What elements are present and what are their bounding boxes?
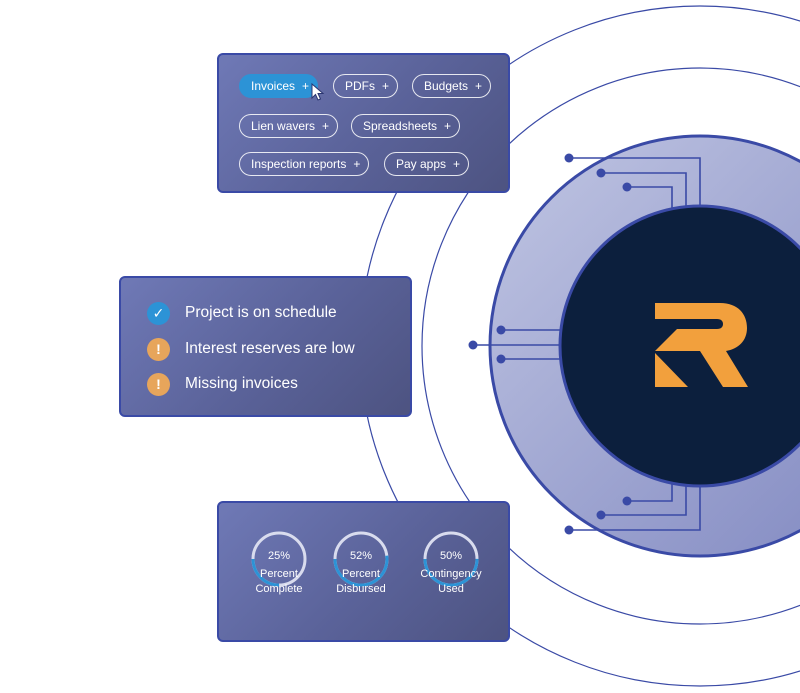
tag-label: Spreadsheets [363, 119, 438, 133]
add-icon[interactable]: + [453, 157, 461, 171]
gauge-label-line1: Percent [260, 568, 298, 580]
gauge-percent-complete: 25% [249, 529, 309, 589]
tag-label: PDFs [345, 79, 375, 93]
gauge-contingency-used: 50% [421, 529, 481, 589]
add-icon[interactable]: + [381, 79, 389, 93]
add-icon[interactable]: + [322, 119, 330, 133]
gauge-label-line1: Percent [342, 568, 380, 580]
circuit-lines-bottom [569, 478, 701, 531]
circuit-lines-top [569, 157, 701, 215]
tag-label: Invoices [251, 79, 296, 93]
check-icon: ✓ [147, 302, 170, 325]
gauge-label: Percent Disbursed [311, 567, 411, 597]
exclamation-icon: ! [147, 338, 170, 361]
gauge-percent-disbursed: 52% [331, 529, 391, 589]
exclamation-icon: ! [147, 373, 170, 396]
gauge-label-line1: Contingency [420, 568, 482, 580]
gauge-progress-arc [423, 531, 479, 587]
tag-spreadsheets[interactable]: Spreadsheets + [351, 114, 461, 138]
add-icon[interactable]: + [444, 119, 452, 133]
gauge-label-line2: Disbursed [336, 583, 386, 595]
project-metrics-panel: 25% Percent Complete 52% Percent Disburs… [217, 501, 510, 642]
gauge-value: 25% [267, 550, 291, 562]
circuit-lines-left [473, 329, 565, 360]
gauge-label-line2: Used [438, 583, 464, 595]
status-text: Interest reserves are low [185, 340, 355, 357]
tag-inspection-reports[interactable]: Inspection reports + [239, 152, 370, 176]
add-icon[interactable]: + [302, 79, 310, 93]
gauge-label: Percent Complete [229, 567, 329, 597]
status-text: Project is on schedule [185, 304, 337, 321]
gauge-value: 50% [439, 550, 463, 562]
tag-pay-apps[interactable]: Pay apps + [384, 152, 470, 176]
tag-budgets[interactable]: Budgets + [412, 74, 492, 98]
cursor-icon [311, 83, 325, 101]
gauge-label-line2: Complete [255, 583, 303, 595]
tag-invoices[interactable]: Invoices + [239, 74, 319, 98]
gauge-label: Contingency Used [401, 567, 501, 597]
tag-pdfs[interactable]: PDFs + [333, 74, 398, 98]
progress-ring [251, 531, 307, 587]
gauge-progress-arc [251, 531, 307, 587]
gauge-value: 52% [349, 550, 373, 562]
add-icon[interactable]: + [475, 79, 483, 93]
tag-lien-wavers[interactable]: Lien wavers + [239, 114, 339, 138]
r-logo-icon [655, 303, 748, 387]
tag-label: Lien wavers [251, 119, 316, 133]
progress-ring [423, 531, 479, 587]
tag-label: Inspection reports [251, 157, 347, 171]
progress-ring [333, 531, 389, 587]
tag-label: Budgets [424, 79, 469, 93]
tag-label: Pay apps [396, 157, 447, 171]
gauge-progress-arc [333, 531, 389, 587]
add-icon[interactable]: + [353, 157, 361, 171]
orbit-middle [421, 67, 800, 625]
status-text: Missing invoices [185, 375, 298, 392]
project-status-panel: ✓ Project is on schedule ! Interest rese… [119, 276, 412, 417]
document-tags-panel: Invoices + PDFs + Budgets + Lien wavers … [217, 53, 510, 193]
